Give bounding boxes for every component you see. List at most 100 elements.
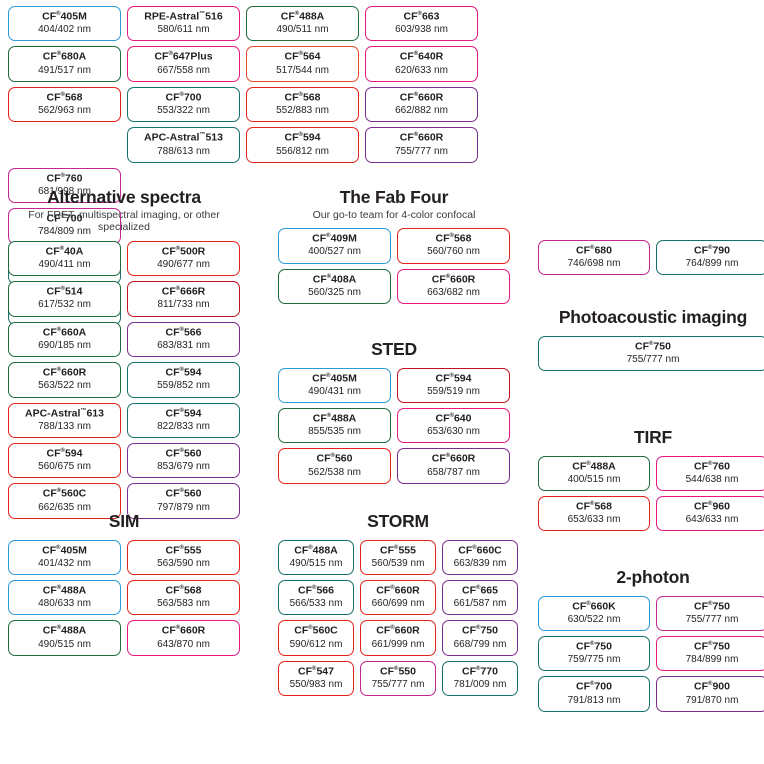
dye-code: 568 (453, 232, 472, 245)
dye-brand: CF (42, 10, 57, 23)
section-title: TIRF (633, 427, 673, 447)
dye-brand: CF (435, 232, 450, 245)
dye-brand: CF (403, 10, 418, 23)
dye-code: 408A (331, 273, 357, 286)
dye-code: 560 (183, 487, 202, 500)
trademark-mark: ® (708, 681, 713, 688)
dye-brand: CF (165, 407, 180, 420)
dye-code: 560 (334, 452, 353, 465)
excitation-emission: 404/402 nm (38, 24, 91, 36)
dye-code: 750 (712, 640, 730, 653)
dye-code: 488A (590, 460, 616, 473)
dye-brand: CF (435, 412, 450, 425)
dye-brand: CF (435, 372, 450, 385)
trademark-mark: ® (179, 585, 184, 592)
trademark-mark: ® (590, 641, 595, 648)
trademark-mark: ® (298, 91, 303, 98)
excitation-emission: 690/185 nm (38, 339, 91, 351)
dye-name: CF®560 (282, 453, 387, 465)
trademark-mark: ® (60, 172, 65, 179)
excitation-emission: 643/870 nm (157, 638, 210, 650)
trademark-mark: ® (586, 600, 591, 607)
trademark-mark: ® (449, 372, 454, 379)
dye-name: CF®560 (131, 448, 236, 460)
excitation-emission: 620/633 nm (395, 64, 448, 76)
